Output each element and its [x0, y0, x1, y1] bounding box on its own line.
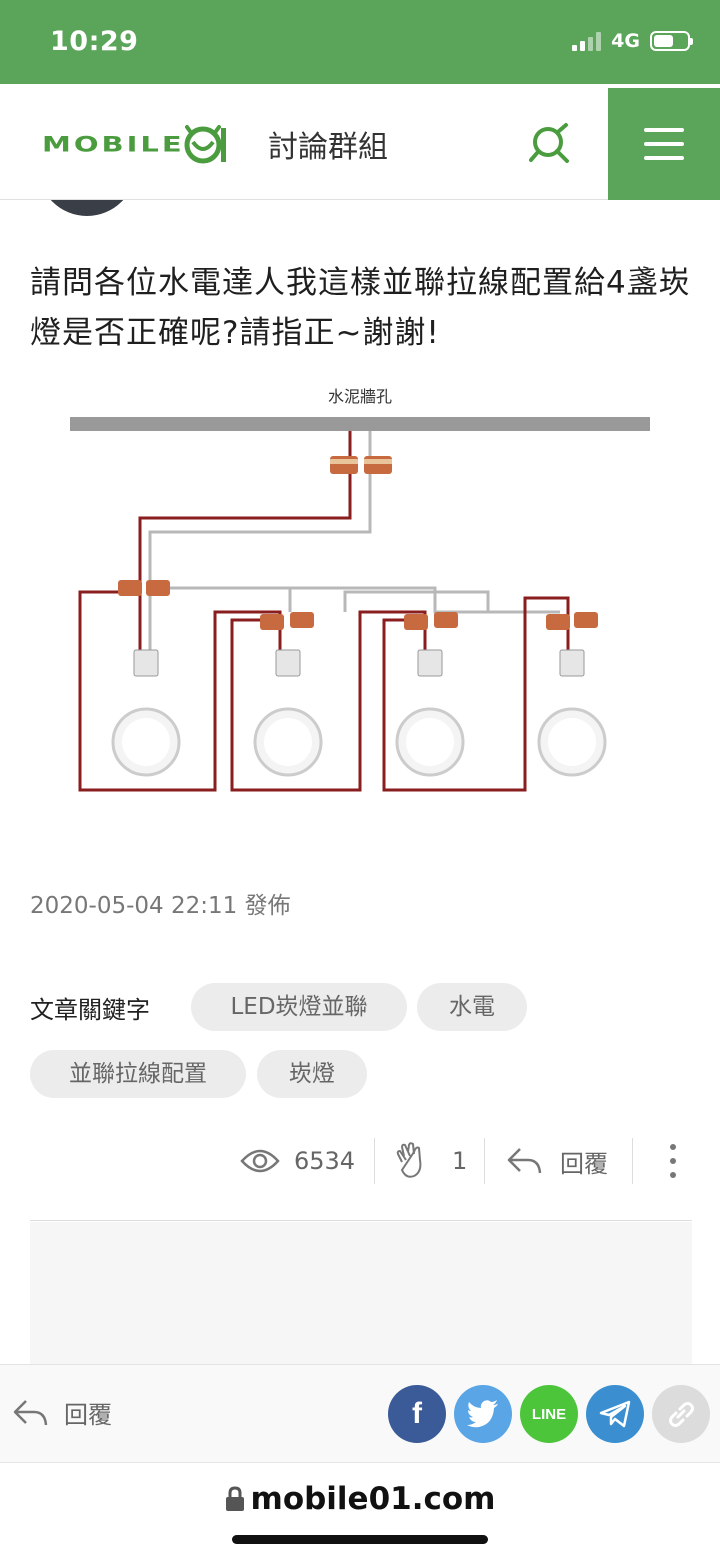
eye-icon [240, 1149, 280, 1173]
downlight-2 [253, 649, 323, 777]
menu-icon-line [644, 156, 684, 160]
lock-icon [225, 1486, 244, 1511]
like-count-value: 1 [452, 1147, 468, 1175]
ad-placeholder [30, 1222, 692, 1364]
share-line-button[interactable]: LINE [520, 1385, 578, 1443]
wire-connector-top [330, 456, 392, 474]
reply-icon [507, 1148, 542, 1174]
view-count: 6534 [240, 1136, 355, 1186]
status-indicators: 4G [572, 30, 693, 52]
tag-chip[interactable]: LED崁燈並聯 [191, 983, 407, 1031]
menu-icon-line [644, 142, 684, 146]
downlight-4 [537, 649, 607, 777]
tag-chip[interactable]: 並聯拉線配置 [30, 1050, 246, 1098]
like-button[interactable]: 1 [394, 1136, 467, 1186]
url-text: mobile01.com [250, 1481, 496, 1517]
diagram-wall-label: 水泥牆孔 [328, 387, 392, 406]
network-type: 4G [611, 30, 640, 52]
action-divider [374, 1138, 375, 1184]
signal-icon [572, 31, 602, 51]
logo-text: MOBILE [42, 131, 185, 157]
url-display[interactable]: mobile01.com [0, 1481, 720, 1517]
reply-button[interactable]: 回覆 [506, 1136, 608, 1186]
more-options-icon[interactable] [668, 1144, 678, 1178]
telegram-icon [599, 1400, 631, 1428]
facebook-icon: f [412, 1397, 422, 1430]
wiring-diagram-image[interactable]: 水泥牆孔 [60, 380, 660, 800]
action-divider [484, 1138, 485, 1184]
tags-label: 文章關鍵字 [30, 996, 150, 1024]
concrete-wall-bar [70, 417, 650, 431]
menu-icon-line [644, 128, 684, 132]
browser-url-bar: mobile01.com [0, 1462, 720, 1559]
post-actions: 6534 1 回覆 [0, 1136, 720, 1186]
clap-icon [396, 1142, 422, 1178]
downlight-3 [395, 649, 465, 777]
post-date-clipped [478, 184, 690, 198]
battery-icon [650, 31, 693, 51]
logo-mark-icon [184, 125, 226, 164]
header-title[interactable]: 討論群組 [268, 130, 388, 165]
status-bar: 10:29 4G [0, 0, 720, 84]
bottom-reply-label: 回覆 [64, 1401, 112, 1429]
home-indicator[interactable] [232, 1535, 488, 1544]
wire-connectors-row [118, 580, 598, 630]
site-header: MOBILE 討論群組 [0, 88, 720, 200]
view-count-value: 6534 [294, 1147, 356, 1175]
publish-date: 2020-05-04 22:11 發佈 [30, 893, 291, 919]
reply-icon [13, 1399, 48, 1425]
twitter-icon [467, 1400, 498, 1428]
content-divider [30, 1220, 692, 1221]
author-name-clipped [164, 184, 198, 198]
mobile01-logo[interactable]: MOBILE [42, 122, 227, 166]
tag-chip[interactable]: 水電 [417, 983, 527, 1031]
share-facebook-button[interactable]: f [388, 1385, 446, 1443]
line-icon: LINE [531, 1405, 567, 1423]
tag-chip[interactable]: 崁燈 [257, 1050, 367, 1098]
link-icon [669, 1402, 694, 1427]
hamburger-menu-button[interactable] [608, 88, 720, 200]
share-telegram-button[interactable] [586, 1385, 644, 1443]
status-time: 10:29 [50, 26, 139, 57]
bottom-reply-button[interactable]: 回覆 [12, 1395, 112, 1430]
reply-label: 回覆 [560, 1149, 608, 1178]
action-divider [632, 1138, 633, 1184]
share-twitter-button[interactable] [454, 1385, 512, 1443]
neutral-distribution-wire [150, 586, 560, 614]
neutral-jump-2 [343, 590, 490, 612]
live-wire-loops [78, 590, 570, 792]
downlight-1 [111, 649, 181, 777]
post-title: 請問各位水電達人我這樣並聯拉線配置給4盞崁燈是否正確呢?請指正~謝謝! [30, 265, 691, 351]
share-link-button[interactable] [652, 1385, 710, 1443]
bottom-share-bar: 回覆 f LINE [0, 1364, 720, 1462]
search-icon[interactable] [526, 120, 572, 166]
